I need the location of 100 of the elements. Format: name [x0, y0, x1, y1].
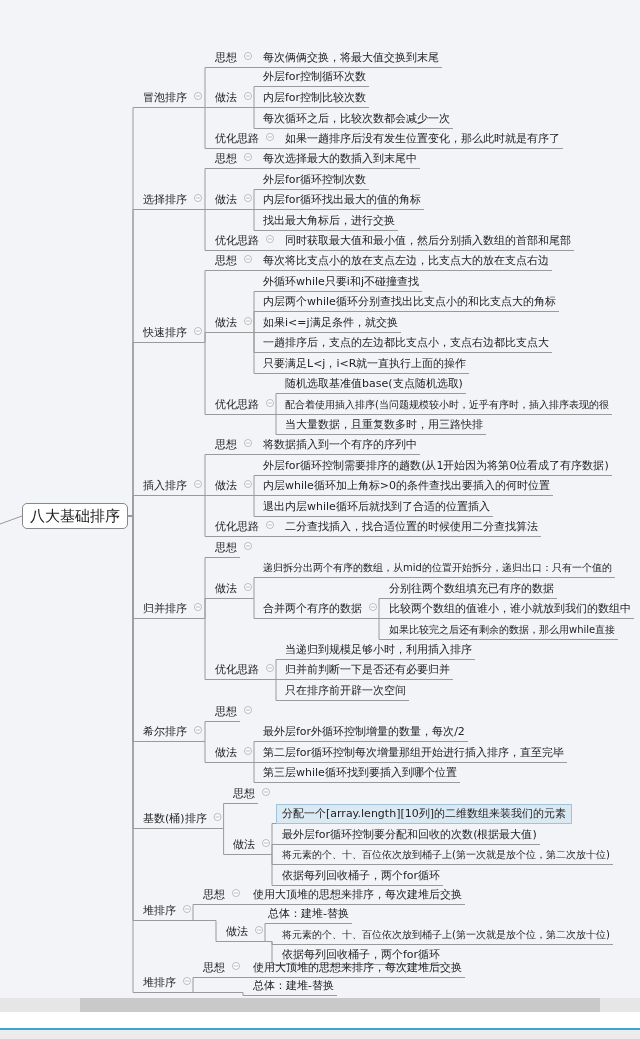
branch-line: [209, 828, 234, 855]
branch-line: [239, 598, 264, 619]
topic-text: 做法: [215, 478, 240, 496]
topic-text: 堆排序: [143, 975, 179, 993]
branch-line: [261, 679, 286, 701]
branch-line: [261, 148, 286, 149]
branch-line: [0, 515, 23, 525]
branch-line: [239, 270, 264, 271]
topic-text: 外循环while只要i和j不碰撞查找: [263, 274, 422, 292]
topic-text: 找出最大角标后，进行交换: [263, 213, 398, 231]
branch-line: [261, 414, 286, 435]
topic-text: 分别往两个数组填充已有序的数据: [389, 581, 557, 599]
topic-text: 优化思路: [215, 397, 262, 415]
topic-text: 选择排序: [143, 192, 190, 210]
branch-line: [239, 67, 264, 68]
topic-text: 每次俩俩交换，将最大值交换到末尾: [263, 50, 442, 68]
topic-text: 冒泡排序: [143, 90, 190, 108]
topic-text: 思想: [215, 540, 240, 558]
topic-text: 内层两个while循环分别查找出比支点小的和比支点大的角标: [263, 294, 559, 312]
topic-text: 第三层while循环找到要插入到哪个位置: [263, 765, 460, 783]
branch-line: [239, 762, 264, 783]
topic-text: 当大量数据，且重复数多时，用三路快排: [285, 417, 486, 435]
topic-text: 每次选择最大的数插入到末尾中: [263, 151, 420, 169]
topic-text: 同时获取最大值和最小值，然后分别插入数组的首部和尾部: [285, 233, 574, 251]
branch-line: [178, 992, 254, 996]
topic-text: 退出内层while循环后就找到了合适的位置插入: [263, 499, 493, 517]
branch-line: [239, 332, 264, 374]
topic-text: 归并排序: [143, 601, 190, 619]
topic-text: 插入排序: [143, 478, 190, 496]
topic-text: 归并前判断一下是否还有必要归并: [285, 662, 453, 680]
branch-line: [239, 168, 264, 169]
topic-text: 内层for循环找出最大的值的角标: [263, 192, 425, 210]
root-topic-box: [22, 503, 128, 529]
topic-text: 做法: [215, 192, 240, 210]
topic-text: 一趟排序后，支点的左边都比支点小，支点右边都比支点大: [263, 335, 552, 353]
selected-topic: 分配一个[array.length][10列]的二维数组来装我们的元素: [276, 804, 572, 824]
topic-text: 思想: [215, 151, 240, 169]
topic-text: 内层while循环加上角标>0的条件查找出要插入的何时位置: [263, 478, 554, 496]
topic-text: 外层for控制循环次数: [263, 69, 370, 87]
topic-text: 配合着使用插入排序(当问题规模较小时，近乎有序时，插入排序表现的很: [285, 397, 612, 415]
topic-text: 思想: [203, 960, 228, 978]
topic-text: 堆排序: [143, 903, 179, 921]
branch-line: [250, 941, 283, 965]
branch-line: [239, 454, 264, 455]
topic-text: 当递归到规模足够小时，利用插入排序: [285, 642, 475, 660]
topic-text: 将数据插入到一个有序的序列中: [263, 437, 420, 455]
branch-line: [239, 107, 264, 129]
topic-text: 如果i<=j满足条件，就交换: [263, 315, 401, 333]
topic-text: 快速排序: [143, 325, 190, 343]
topic-text: 思想: [215, 437, 240, 455]
topic-text: 使用大顶堆的思想来排序，每次建堆后交换: [253, 887, 465, 905]
topic-text: 最外层for循环控制要分配和回收的次数(根据最大值): [282, 827, 540, 845]
topic-text: 优化思路: [215, 131, 262, 149]
topic-text: 如果比较完之后还有剩余的数据，那么用while直接: [389, 622, 619, 640]
topic-text: 将元素的个、十、百位依次放到桶子上(第一次就是放个位，第二次放十位): [282, 847, 613, 865]
topic-text: 外层for循环控制需要排序的趟数(从1开始因为将第0位看成了有序数据): [263, 458, 612, 476]
topic-text: 只在排序前开辟一次空间: [285, 683, 409, 701]
topic-text: 思想: [203, 887, 228, 905]
topic-text: 基数(桶)排序: [143, 811, 210, 829]
topic-text: 做法: [215, 745, 240, 763]
topic-text: 优化思路: [215, 662, 262, 680]
branch-line: [189, 741, 216, 763]
branch-line: [261, 250, 286, 251]
root-topic-text: 八大基础排序: [30, 507, 120, 526]
topic-text: 每次将比支点小的放在支点左边，比支点大的放在支点右边: [263, 253, 552, 271]
topic-text: 做法: [226, 924, 251, 942]
topic-text: 做法: [215, 90, 240, 108]
topic-text: 将元素的个、十、百位依次放到桶子上(第一次就是放个位，第二次放十位): [282, 927, 613, 945]
branch-line: [227, 977, 254, 978]
topic-text: 每次循环之后，比较次数都会减少一次: [263, 111, 453, 129]
topic-text: 依据每列回收桶子，两个for循环: [282, 868, 444, 886]
topic-text: 做法: [233, 837, 258, 855]
topic-text: 递归拆分出两个有序的数组，从mid的位置开始拆分，递归出口：只有一个值的: [263, 560, 615, 578]
branch-line: [239, 209, 264, 231]
topic-text: 优化思路: [215, 519, 262, 537]
branch-line: [239, 495, 264, 517]
topic-text: 做法: [215, 315, 240, 333]
branch-line: [178, 920, 227, 942]
topic-text: 希尔排序: [143, 724, 190, 742]
topic-text: 优化思路: [215, 233, 262, 251]
topic-text: 思想: [215, 704, 240, 722]
topic-text: 只要满足L<j，i<R就一直执行上面的操作: [263, 356, 470, 374]
branch-line: [257, 854, 283, 886]
topic-text: 比较两个数组的值谁小，谁小就放到我们的数组中: [389, 601, 634, 619]
branch-line: [364, 618, 390, 640]
branch-line: [261, 536, 286, 537]
branch-line: [227, 904, 254, 905]
topic-text: 最外层for外循环控制增量的数量，每次/2: [263, 724, 468, 742]
topic-text: 二分查找插入，找合适位置的时候使用二分查找算法: [285, 519, 541, 537]
topic-text: 总体：建堆-替换: [268, 906, 352, 924]
topic-text: 外层for循环控制次数: [263, 172, 370, 190]
topic-text: 合并两个有序的数据: [263, 601, 365, 619]
topic-text: 思想: [215, 50, 240, 68]
topic-text: 随机选取基准值base(支点随机选取): [285, 376, 466, 394]
topic-text: 思想: [233, 786, 258, 804]
topic-text: 思想: [215, 253, 240, 271]
topic-text: 做法: [215, 581, 240, 599]
topic-text: 第二层for循环控制每次增量那组开始进行插入排序，直至完毕: [263, 745, 568, 763]
topic-text: 如果一趟排序后没有发生位置变化，那么此时就是有序了: [285, 131, 563, 149]
topic-text: 内层for控制比较次数: [263, 90, 370, 108]
